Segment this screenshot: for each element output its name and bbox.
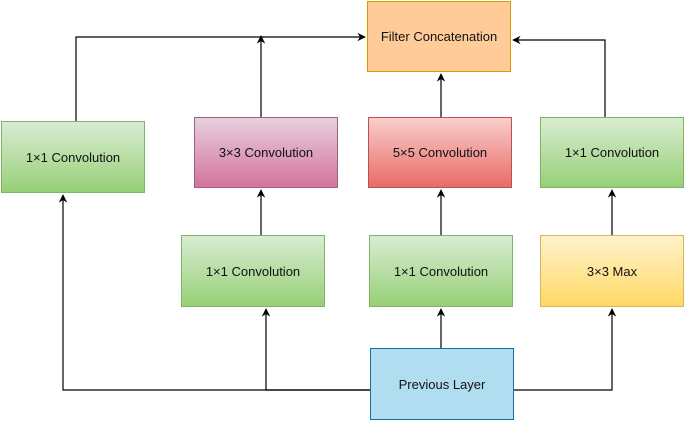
branch2-reduce-1x1-node: 1×1 Convolution (181, 235, 325, 307)
branch2-conv-3x3-label: 3×3 Convolution (218, 145, 314, 160)
branch2-reduce-1x1-label: 1×1 Convolution (205, 263, 301, 279)
branch1-conv-1x1-node: 1×1 Convolution (1, 121, 145, 193)
previous-layer-label: Previous Layer (398, 376, 486, 392)
branch3-conv-5x5-label: 5×5 Convolution (392, 145, 488, 160)
branch3-reduce-1x1-node: 1×1 Convolution (369, 235, 513, 307)
edge-prev-to-branch2-reduce (261, 308, 370, 391)
edge-branch1-to-concat (75, 32, 366, 121)
branch4-conv-1x1-node: 1×1 Convolution (540, 117, 684, 188)
branch4-max-pool-node: 3×3 Max (540, 235, 684, 307)
edge-prev-to-branch4-pool (514, 308, 617, 391)
edge-branch4-to-concat (512, 35, 606, 117)
branch4-max-pool-label: 3×3 Max (586, 263, 638, 279)
branch4-conv-1x1-label: 1×1 Convolution (564, 145, 660, 160)
filter-concatenation-label: Filter Concatenation (380, 29, 498, 44)
branch1-conv-1x1-label: 1×1 Convolution (25, 149, 121, 165)
branch2-conv-3x3-node: 3×3 Convolution (194, 117, 338, 188)
previous-layer-node: Previous Layer (370, 348, 514, 420)
branch3-reduce-1x1-label: 1×1 Convolution (393, 263, 489, 279)
filter-concatenation-node: Filter Concatenation (367, 1, 511, 72)
branch3-conv-5x5-node: 5×5 Convolution (368, 117, 512, 188)
